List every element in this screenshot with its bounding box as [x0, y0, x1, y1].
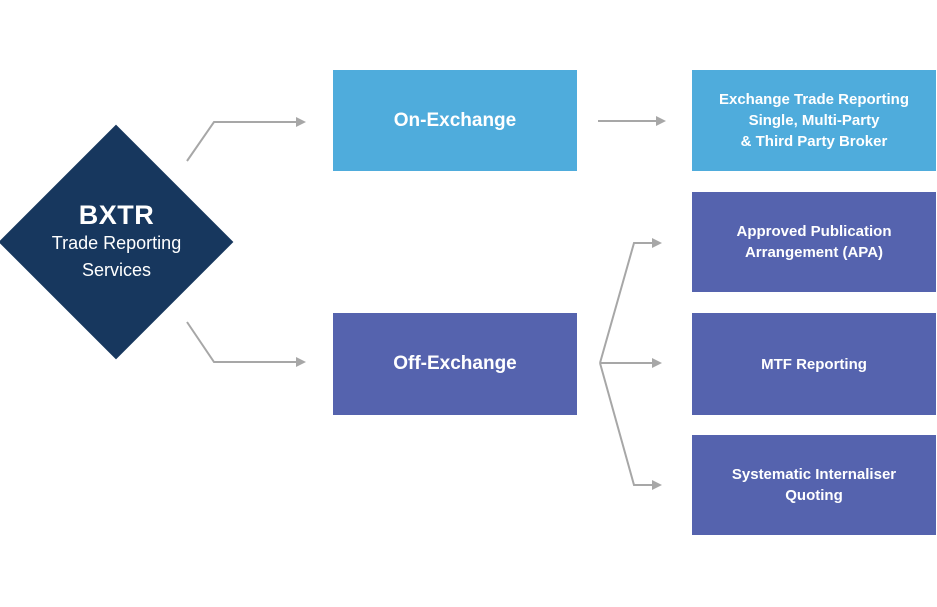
arrow-off-exchange-to-apa — [599, 238, 662, 364]
node-exchange-trade-reporting-label: Exchange Trade Reporting Single, Multi-P… — [718, 91, 910, 150]
node-off-exchange-label: Off-Exchange — [393, 353, 517, 374]
node-off-exchange: Off-Exchange — [333, 313, 577, 415]
root-node-title: BXTR — [78, 200, 155, 230]
node-exchange-trade-reporting: Exchange Trade Reporting Single, Multi-P… — [692, 70, 936, 171]
node-systematic-internaliser-quoting-label: Systematic Internaliser Quoting — [731, 466, 897, 504]
root-node-subtitle: Trade Reporting Services — [51, 233, 182, 280]
node-mtf-reporting-label: MTF Reporting — [761, 355, 867, 373]
node-mtf-reporting: MTF Reporting — [692, 313, 936, 415]
root-node-label: BXTR Trade Reporting Services — [0, 125, 233, 359]
arrow-off-exchange-to-si — [599, 362, 662, 490]
node-on-exchange: On-Exchange — [333, 70, 577, 171]
node-on-exchange-label: On-Exchange — [393, 109, 517, 131]
node-systematic-internaliser-quoting: Systematic Internaliser Quoting — [692, 435, 936, 535]
node-approved-publication-arrangement-label: Approved Publication Arrangement (APA) — [736, 223, 892, 261]
node-approved-publication-arrangement: Approved Publication Arrangement (APA) — [692, 192, 936, 292]
